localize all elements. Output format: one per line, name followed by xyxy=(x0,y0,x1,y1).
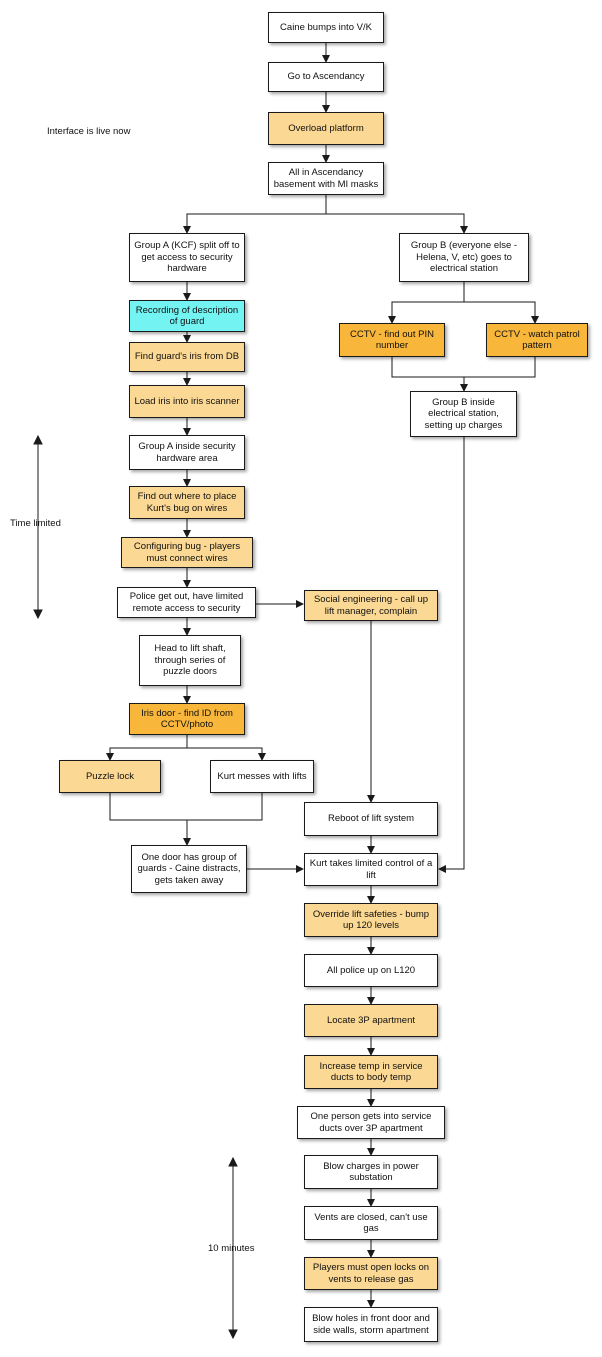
node-override-safeties: Override lift safeties - bump up 120 lev… xyxy=(304,903,438,937)
node-police-get-out: Police get out, have limited remote acce… xyxy=(117,587,256,618)
node-reboot-lift: Reboot of lift system xyxy=(304,802,438,836)
node-all-in-basement: All in Ascendancy basement with MI masks xyxy=(268,162,384,195)
node-group-b-inside: Group B inside electrical station, setti… xyxy=(410,391,517,437)
connector xyxy=(326,213,465,233)
connector xyxy=(106,735,188,761)
node-one-door: One door has group of guards - Caine dis… xyxy=(131,845,247,893)
node-find-iris: Find guard's iris from DB xyxy=(129,342,245,372)
node-kurt-messes: Kurt messes with lifts xyxy=(210,760,314,793)
ten-minutes-arrow-up xyxy=(228,1156,238,1167)
time-limited-note: Time limited xyxy=(10,518,61,529)
connector xyxy=(187,747,266,761)
node-iris-door: Iris door - find ID from CCTV/photo xyxy=(129,703,245,735)
node-kurt-control: Kurt takes limited control of a lift xyxy=(304,853,438,886)
node-group-b: Group B (everyone else - Helena, V, etc)… xyxy=(399,233,529,282)
connector xyxy=(388,282,465,324)
node-all-police-up: All police up on L120 xyxy=(304,954,438,987)
connector xyxy=(391,357,536,378)
connector xyxy=(109,793,263,821)
node-increase-temp: Increase temp in service ducts to body t… xyxy=(304,1055,438,1089)
interface-live-note: Interface is live now xyxy=(47,126,131,137)
node-group-a-inside: Group A inside security hardware area xyxy=(129,435,245,470)
node-group-a: Group A (KCF) split off to get access to… xyxy=(129,233,245,282)
node-recording-guard: Recording of description of guard xyxy=(129,300,245,332)
time-limited-arrow-up xyxy=(33,434,43,445)
node-one-person-ducts: One person gets into service ducts over … xyxy=(297,1106,445,1139)
node-blow-holes: Blow holes in front door and side walls,… xyxy=(304,1307,438,1342)
ten-minutes-arrow-down xyxy=(228,1329,238,1340)
connector xyxy=(438,437,465,873)
node-caine-bumps: Caine bumps into V/K xyxy=(268,12,384,43)
node-puzzle-lock: Puzzle lock xyxy=(59,760,161,793)
node-players-open-locks: Players must open locks on vents to rele… xyxy=(304,1257,438,1290)
node-load-iris: Load iris into iris scanner xyxy=(129,385,245,418)
node-vents-closed: Vents are closed, can't use gas xyxy=(304,1206,438,1240)
time-limited-arrow-down xyxy=(33,609,43,620)
node-social-engineering: Social engineering - call up lift manage… xyxy=(304,590,438,621)
connector xyxy=(464,301,539,324)
node-go-ascendancy: Go to Ascendancy xyxy=(268,62,384,92)
node-head-to-lift: Head to lift shaft, through series of pu… xyxy=(139,635,241,686)
node-find-bug-place: Find out where to place Kurt's bug on wi… xyxy=(129,486,245,519)
node-cctv-patrol: CCTV - watch patrol pattern xyxy=(486,323,588,357)
connector xyxy=(183,195,327,234)
node-cctv-pin: CCTV - find out PIN number xyxy=(339,323,445,357)
node-locate-3p: Locate 3P apartment xyxy=(304,1004,438,1037)
node-overload-platform: Overload platform xyxy=(268,112,384,145)
node-configuring-bug: Configuring bug - players must connect w… xyxy=(121,537,253,568)
node-blow-charges: Blow charges in power substation xyxy=(304,1155,438,1189)
ten-minutes-note: 10 minutes xyxy=(208,1243,255,1254)
